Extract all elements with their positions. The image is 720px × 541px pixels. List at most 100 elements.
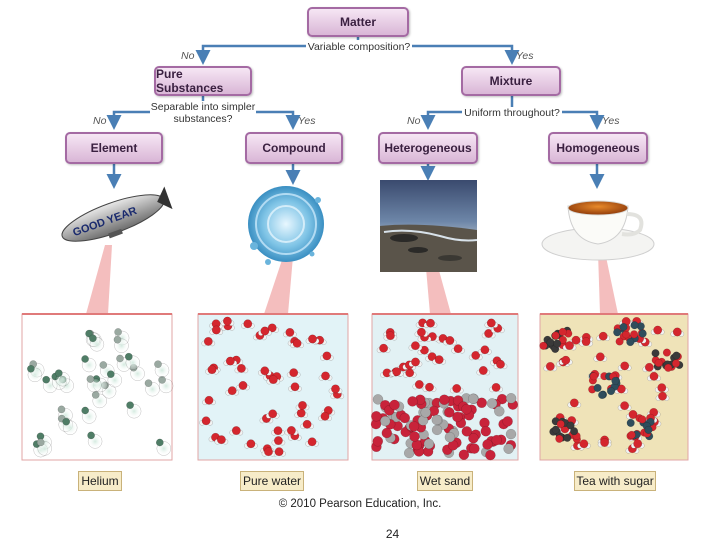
sugar-atom: [619, 322, 628, 332]
sand-water-molecule-o: [419, 345, 429, 355]
sugar-atom: [553, 339, 562, 348]
helium-atom: [62, 417, 71, 426]
sand-water-molecule-o: [425, 382, 434, 392]
water-molecular-view: [197, 313, 349, 461]
sand-particle: [423, 438, 435, 450]
sugar-atom: [651, 349, 660, 358]
water-molecule-o: [222, 316, 232, 326]
answer-yes-uniform: Yes: [602, 115, 620, 127]
sand-water-molecule-o: [414, 380, 424, 389]
sand-particle: [381, 427, 393, 439]
helium-atom: [155, 438, 164, 447]
helium-atom: [106, 370, 115, 379]
question-separable: Separable into simpler substances?: [150, 101, 256, 125]
tea-water-molecule-o: [657, 383, 667, 393]
sand-particle: [491, 434, 502, 446]
compound-box: Compound: [245, 132, 343, 164]
helium-atom: [42, 375, 51, 384]
tea-sugar-molecular-view: [539, 313, 689, 461]
water-molecule-o: [298, 400, 307, 410]
water-molecule-o: [286, 426, 296, 435]
sugar-atom: [627, 430, 636, 439]
sand-water-molecule-o: [471, 350, 481, 360]
helium-atom: [154, 360, 162, 369]
mixture-box: Mixture: [461, 66, 561, 96]
sugar-atom: [558, 327, 567, 336]
tea-water-molecule-o: [620, 361, 630, 371]
water-molecule-o: [201, 416, 211, 426]
water-molecule-o: [243, 319, 253, 329]
helium-atom: [126, 401, 134, 410]
sugar-atom: [551, 331, 560, 340]
sand-particle: [458, 449, 470, 460]
sand-water-molecule-o: [416, 327, 426, 337]
tea-water-molecule-o: [545, 361, 555, 371]
sand-particle: [431, 414, 443, 426]
teacup-picture: [541, 200, 655, 261]
sand-particle: [452, 411, 463, 423]
answer-no-variable: No: [181, 50, 195, 62]
homogeneous-box: Homogeneous: [548, 132, 648, 164]
sand-water-molecule-o: [496, 359, 505, 369]
sand-particle: [502, 416, 513, 427]
tea-water-molecule-o: [600, 438, 610, 447]
sugar-atom: [539, 341, 548, 350]
water-molecule-o: [231, 426, 241, 436]
tea-water-molecule-o: [579, 439, 589, 449]
sand-particle: [494, 406, 505, 417]
helium-atom: [81, 406, 90, 415]
water-molecule-o: [292, 338, 302, 348]
water-molecule-o: [320, 411, 330, 421]
beach-photo: [380, 180, 478, 272]
question-separable-line1: Separable into simpler: [150, 101, 256, 113]
pure-substances-box: Pure Substances: [154, 66, 252, 96]
water-molecule-o: [236, 363, 246, 373]
sugar-atom: [672, 351, 681, 360]
sand-water-molecule-o: [480, 345, 490, 355]
tea-water-molecule-o: [672, 327, 682, 337]
sugar-atom: [570, 427, 579, 436]
copyright-credit: © 2010 Pearson Education, Inc.: [278, 498, 442, 510]
sugar-atom: [558, 335, 567, 344]
sand-water-molecule-o: [405, 368, 415, 378]
sand-particle: [431, 424, 443, 436]
matter-box: Matter: [307, 7, 409, 37]
sand-particle: [486, 398, 498, 409]
sand-particle: [505, 393, 517, 404]
label-wet-sand: Wet sand: [417, 471, 473, 491]
sand-particle: [467, 393, 479, 405]
down-arrows: [106, 164, 605, 189]
tea-water-molecule-o: [595, 352, 605, 362]
sand-water-molecule-o: [426, 318, 435, 328]
sand-water-molecule-o: [486, 318, 496, 328]
sand-particle: [379, 415, 391, 427]
label-pure-water: Pure water: [240, 471, 304, 491]
sugar-atom: [611, 376, 620, 385]
water-molecule-o: [203, 336, 213, 346]
sand-water-molecule-o: [478, 366, 488, 375]
tea-water-molecule-o: [571, 335, 581, 345]
tea-water-molecule-o: [561, 355, 571, 365]
sugar-atom: [546, 338, 555, 347]
sugar-atom: [626, 418, 635, 427]
water-molecule-o: [273, 426, 283, 436]
tea-water-molecule-o: [649, 371, 659, 381]
tea-water-molecule-o: [653, 325, 663, 335]
water-molecule-o: [289, 368, 299, 378]
helium-atom: [116, 354, 124, 363]
sugar-atom: [630, 321, 639, 330]
water-molecule-o: [238, 381, 248, 390]
water-molecule-o: [225, 356, 235, 366]
sand-particle: [476, 397, 487, 409]
level1-connectors: [195, 37, 520, 65]
sand-particle: [389, 399, 400, 411]
sugar-atom: [638, 329, 647, 338]
water-molecule-o: [290, 382, 300, 392]
sand-water-molecule-o: [392, 367, 402, 377]
sand-particle: [461, 404, 472, 415]
answer-no-separable: No: [93, 115, 107, 127]
helium-atom: [57, 405, 66, 414]
sugar-atom: [615, 337, 624, 346]
element-box: Element: [65, 132, 163, 164]
sand-particle: [444, 431, 456, 443]
